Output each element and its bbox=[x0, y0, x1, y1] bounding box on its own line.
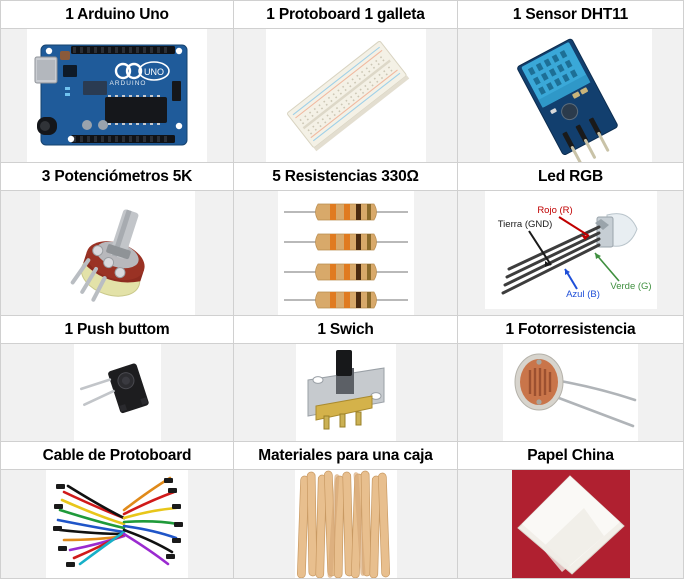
table-header-row: Cable de Protoboard Materiales para una … bbox=[0, 441, 684, 470]
label-tierra: Tierra (GND) bbox=[497, 219, 552, 230]
svg-text:UNO: UNO bbox=[144, 67, 164, 77]
table-header-row: 3 Potenciómetros 5K 5 Resistencias 330Ω … bbox=[0, 162, 684, 191]
rgb-led-diagram: Rojo (R) Tierra (GND) Azul (B) Verde (G) bbox=[484, 191, 657, 309]
cell-image: Rojo (R) Tierra (GND) Azul (B) Verde (G) bbox=[457, 190, 684, 316]
cell-image bbox=[233, 28, 458, 163]
cell-header: 1 Push buttom bbox=[0, 315, 234, 344]
cell-image bbox=[233, 190, 458, 316]
svg-text:ARDUINO: ARDUINO bbox=[110, 80, 147, 87]
slide-switch-photo bbox=[295, 344, 396, 441]
push-button-photo bbox=[73, 344, 161, 441]
cell-header: 1 Protoboard 1 galleta bbox=[233, 0, 458, 29]
label-azul: Azul (B) bbox=[566, 289, 600, 300]
cell-header: 1 Sensor DHT11 bbox=[457, 0, 684, 29]
cell-header: Cable de Protoboard bbox=[0, 441, 234, 470]
cell-image bbox=[457, 28, 684, 163]
label-verde: Verde (G) bbox=[610, 281, 651, 292]
cell-image bbox=[457, 343, 684, 442]
cell-image bbox=[457, 469, 684, 579]
cell-header: Materiales para una caja bbox=[233, 441, 458, 470]
cell-image bbox=[0, 190, 234, 316]
table-header-row: 1 Arduino Uno 1 Protoboard 1 galleta 1 S… bbox=[0, 0, 684, 29]
photoresistor-ldr-photo bbox=[503, 344, 638, 441]
breadboard-photo bbox=[265, 29, 426, 162]
table-row bbox=[0, 343, 684, 442]
cell-image bbox=[233, 469, 458, 579]
cell-header: 1 Fotorresistencia bbox=[457, 315, 684, 344]
dht11-sensor-module-photo bbox=[489, 29, 652, 162]
table-header-row: 1 Push buttom 1 Swich 1 Fotorresistencia bbox=[0, 315, 684, 344]
jumper-wires-photo bbox=[46, 470, 188, 578]
cell-header: Led RGB bbox=[457, 162, 684, 191]
cell-header: 1 Arduino Uno bbox=[0, 0, 234, 29]
cell-image bbox=[233, 343, 458, 442]
tissue-paper-photo bbox=[511, 470, 630, 578]
cell-header: 1 Swich bbox=[233, 315, 458, 344]
cell-image bbox=[0, 469, 234, 579]
cell-header: 5 Resistencias 330Ω bbox=[233, 162, 458, 191]
table-row bbox=[0, 469, 684, 579]
popsicle-sticks-photo bbox=[294, 470, 397, 578]
label-rojo: Rojo (R) bbox=[537, 205, 572, 216]
table-row: UNO ARDUINO bbox=[0, 28, 684, 163]
arduino-uno-board-photo: UNO ARDUINO bbox=[27, 29, 207, 162]
cell-image bbox=[0, 343, 234, 442]
cell-header: Papel China bbox=[457, 441, 684, 470]
potentiometer-photo bbox=[39, 191, 195, 315]
table-row: Rojo (R) Tierra (GND) Azul (B) Verde (G) bbox=[0, 190, 684, 316]
cell-image: UNO ARDUINO bbox=[0, 28, 234, 163]
cell-header: 3 Potenciómetros 5K bbox=[0, 162, 234, 191]
resistors-photo bbox=[277, 191, 414, 315]
